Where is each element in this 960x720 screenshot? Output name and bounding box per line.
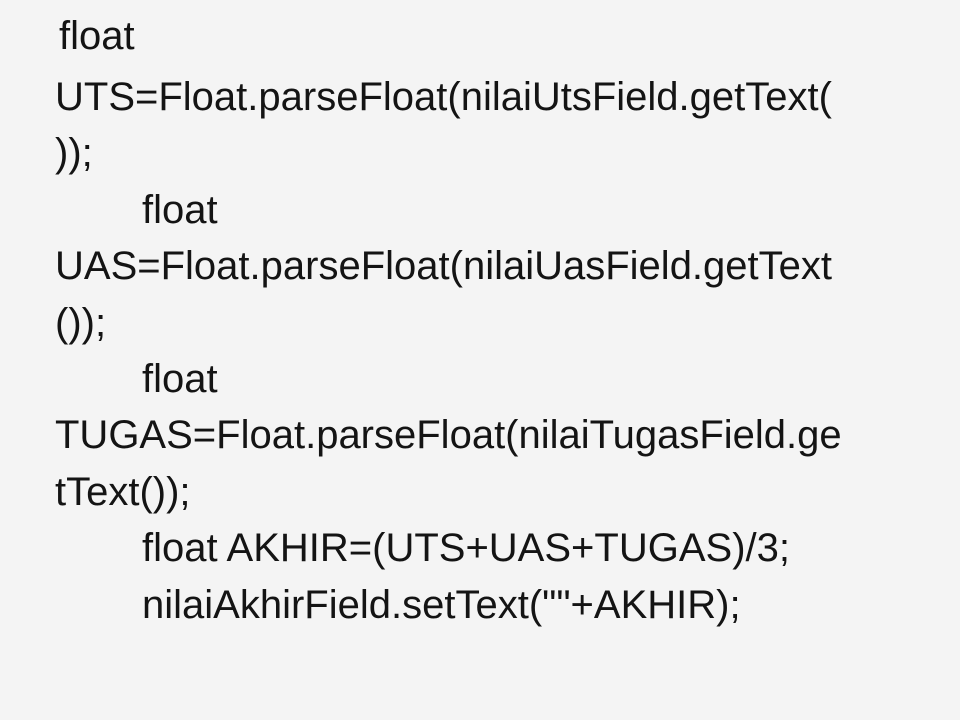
code-line: float bbox=[59, 14, 135, 58]
code-line: )); bbox=[55, 131, 93, 175]
code-line: UTS=Float.parseFloat(nilaiUtsField.getTe… bbox=[55, 75, 832, 119]
code-line: float bbox=[142, 357, 218, 401]
code-line: nilaiAkhirField.setText(""+AKHIR); bbox=[142, 583, 741, 627]
code-line: UAS=Float.parseFloat(nilaiUasField.getTe… bbox=[55, 244, 833, 288]
code-line: ()); bbox=[55, 301, 107, 345]
code-line: float bbox=[142, 188, 218, 232]
code-line: float AKHIR=(UTS+UAS+TUGAS)/3; bbox=[142, 526, 790, 570]
code-line: TUGAS=Float.parseFloat(nilaiTugasField.g… bbox=[55, 413, 842, 457]
code-line: tText()); bbox=[55, 470, 191, 514]
